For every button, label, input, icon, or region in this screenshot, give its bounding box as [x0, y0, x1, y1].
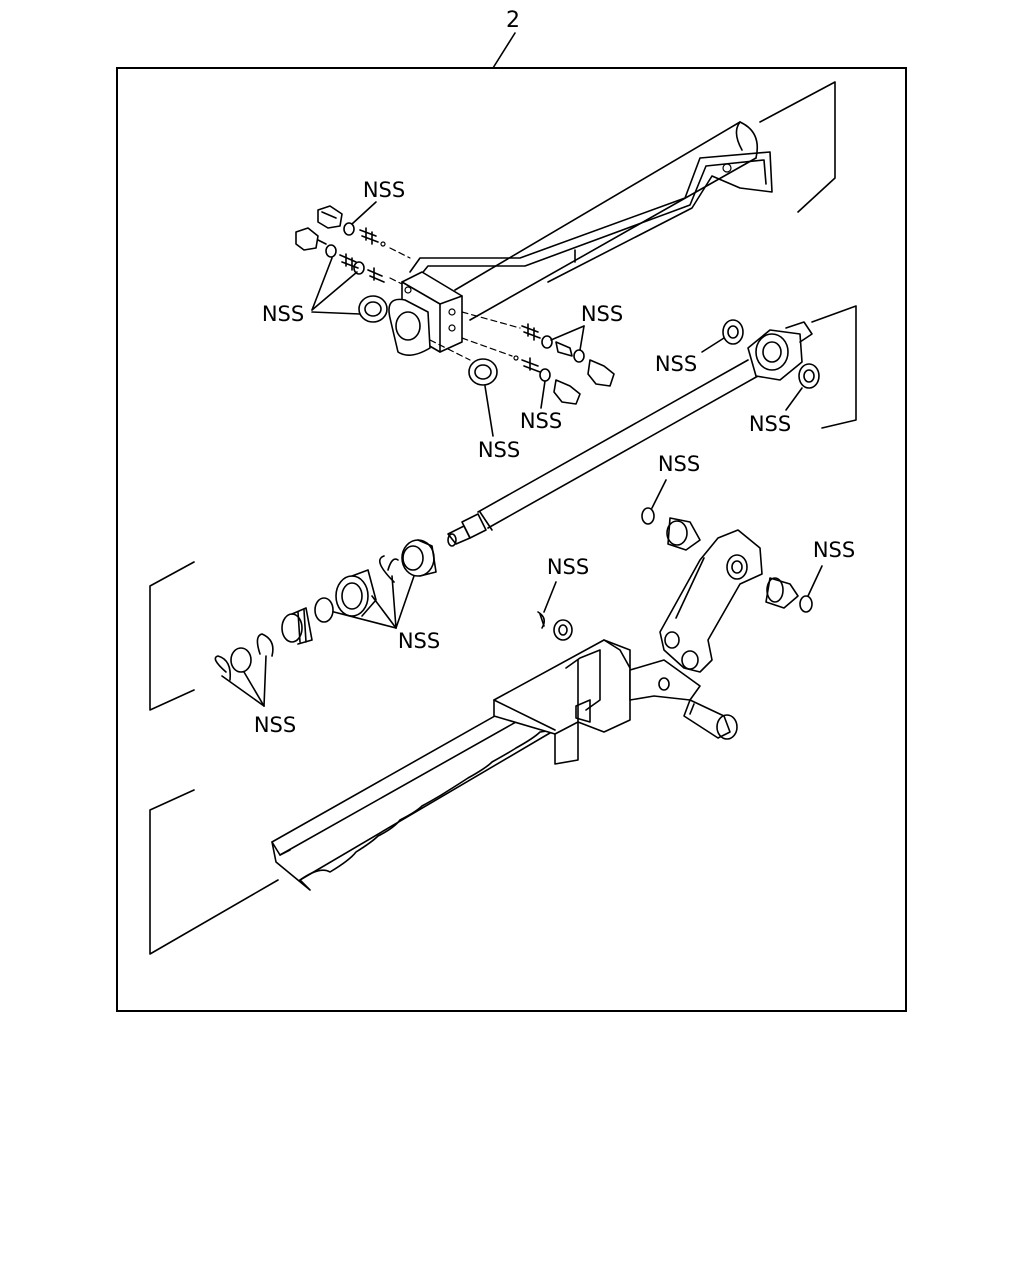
leader-nss-lower-fitting — [540, 380, 546, 409]
label-nss-rod-end-right: NSS — [749, 412, 791, 436]
right-fittings — [461, 311, 615, 405]
label-nss-upper-fitting: NSS — [363, 178, 405, 202]
callout-leader — [492, 32, 516, 69]
label-nss-piston-seals: NSS — [398, 629, 440, 653]
cotter-pin-washer — [537, 611, 573, 641]
leaders-nss-piston-seals — [333, 575, 415, 629]
leaders-nss-right-orings — [550, 325, 585, 351]
leader-nss-rod-end-right — [785, 387, 803, 411]
label-nss-snap-rings: NSS — [254, 713, 296, 737]
label-nss-rod-end-left: NSS — [655, 352, 697, 376]
leader-nss-upper-fitting — [351, 201, 377, 225]
upper-cylinder — [454, 81, 836, 321]
link-arm — [641, 507, 813, 673]
rod-end — [722, 305, 857, 429]
callout-number: 2 — [506, 8, 520, 33]
leader-nss-bushing-clip — [651, 479, 667, 509]
label-nss-lower-fitting: NSS — [520, 409, 562, 433]
leader-nss-cotter-pin — [543, 581, 557, 613]
piston-rod — [447, 359, 759, 547]
upper-fittings — [295, 205, 411, 285]
leader-nss-block-seal — [484, 385, 494, 437]
channel-frame — [149, 639, 701, 955]
block-seals — [358, 295, 498, 386]
hydraulic-tube — [409, 151, 773, 283]
label-nss-right-orings: NSS — [581, 302, 623, 326]
diagram-frame — [116, 67, 907, 1012]
label-nss-link-clip: NSS — [813, 538, 855, 562]
leader-nss-link-clip — [807, 565, 823, 597]
label-nss-left-orings: NSS — [262, 302, 304, 326]
label-nss-bushing-clip: NSS — [658, 452, 700, 476]
label-nss-block-seal: NSS — [478, 438, 520, 462]
label-nss-cotter-pin: NSS — [547, 555, 589, 579]
leaders-nss-snap-rings — [221, 655, 267, 707]
leaders-nss-left-orings — [311, 257, 361, 315]
clevis-pin — [683, 699, 738, 740]
leader-nss-rod-end-left — [701, 337, 725, 353]
valve-block — [388, 271, 463, 356]
